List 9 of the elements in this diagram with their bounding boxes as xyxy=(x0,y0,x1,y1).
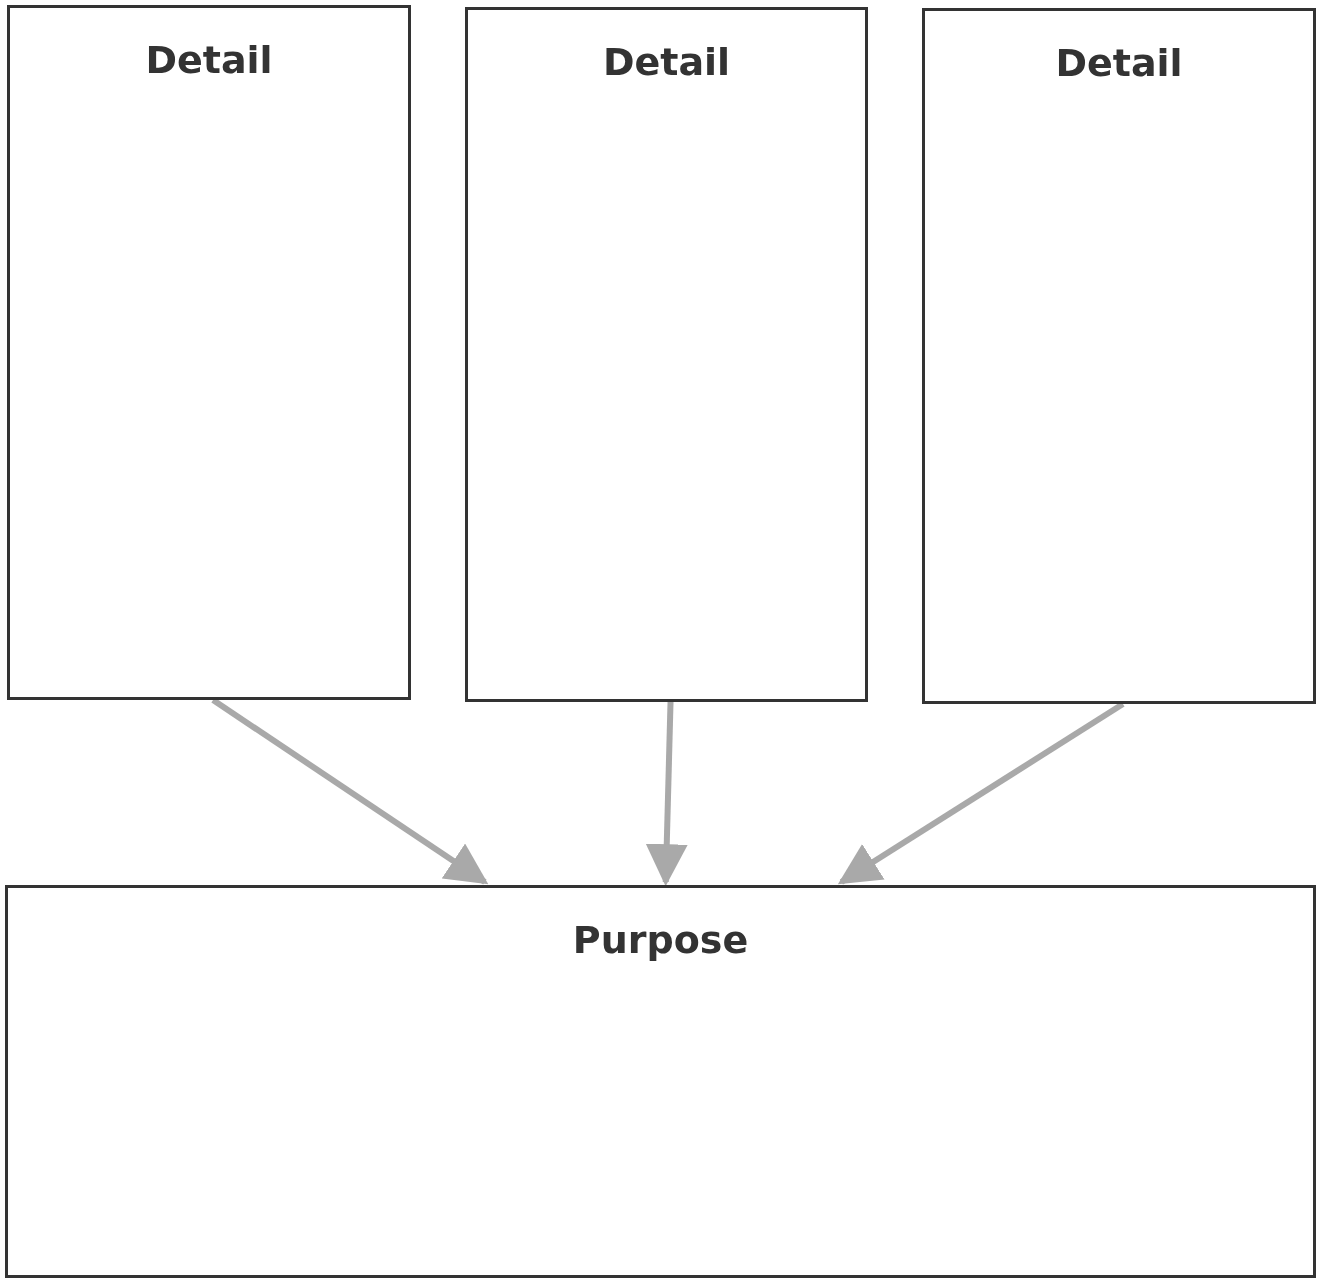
purpose-box xyxy=(5,885,1316,1278)
detail-box xyxy=(922,8,1316,704)
box-heading: Detail xyxy=(1054,41,1184,85)
box-heading: Detail xyxy=(144,38,274,82)
box-heading: Purpose xyxy=(571,918,750,962)
detail-box xyxy=(7,5,411,700)
box-heading: Detail xyxy=(601,40,732,84)
detail-box xyxy=(465,7,868,702)
arrow xyxy=(645,701,688,887)
